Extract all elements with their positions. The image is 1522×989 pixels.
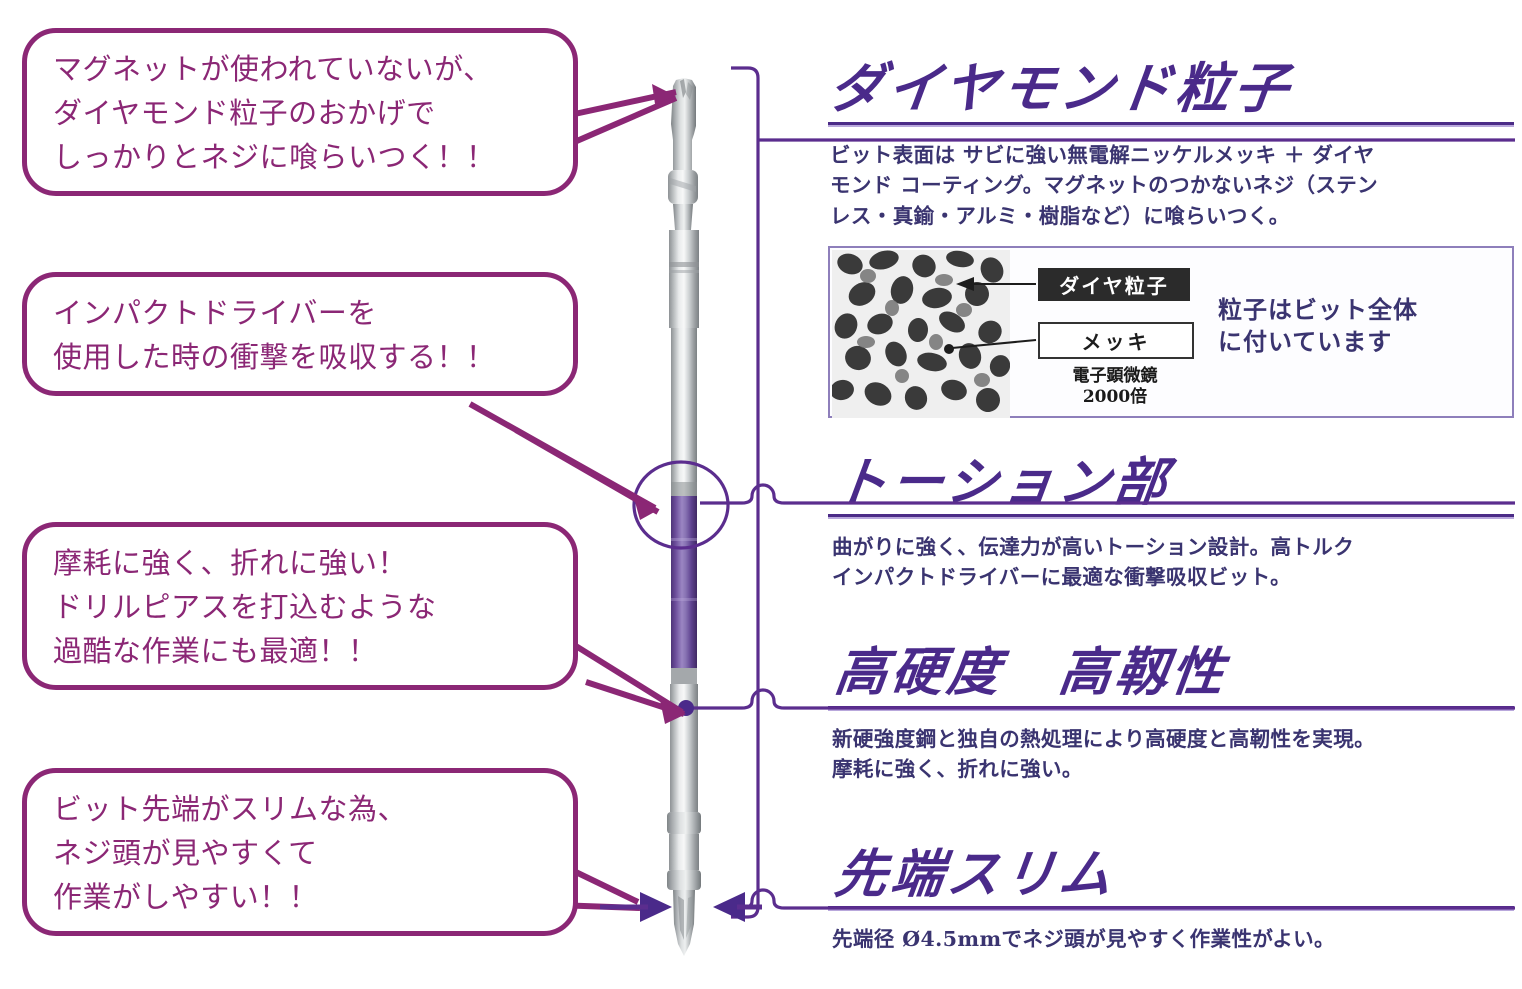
sem-note-line-1: 粒子はビット全体: [1218, 295, 1418, 324]
callout-durability-line-3: 過酷な作業にも最適！！: [53, 634, 378, 669]
callout-impact: インパクトドライバーを 使用した時の衝撃を吸収する！！: [22, 272, 578, 397]
section-hardness-body: 新硬強度鋼と独自の熱処理により高硬度と高靭性を実現。 摩耗に強く、折れに強い。: [832, 724, 1375, 785]
section-diamond-rule: [828, 122, 1514, 127]
section-torsion-body: 曲がりに強く、伝達力が高いトーション設計。高トルク インパクトドライバーに最適な…: [832, 532, 1354, 593]
callout-slim-tip-line-1: ビット先端がスリムな為、: [53, 792, 408, 826]
section-torsion-body-line-2: インパクトドライバーに最適な衝撃吸収ビット。: [832, 565, 1291, 590]
sem-caption: 電子顕微鏡 2000倍: [1042, 366, 1188, 409]
sem-pointer-lines: [944, 277, 1037, 354]
section-hardness: 高硬度 高靱性: [832, 630, 1518, 705]
section-slim-body: 先端径 Ø4.5mmでネジ頭が見やすく作業性がよい。: [832, 924, 1335, 954]
callout-durability: 摩耗に強く、折れに強い！ ドリルピアスを打込むような 過酷な作業にも最適！！: [22, 522, 578, 691]
section-torsion: トーション部: [832, 440, 1518, 515]
callout-impact-line-1: インパクトドライバーを: [53, 296, 377, 330]
section-diamond-heading: ダイヤモンド粒子: [825, 56, 1296, 120]
section-hardness-body-line-1: 新硬強度鋼と独自の熱処理により高硬度と高靭性を実現。: [832, 727, 1375, 751]
section-slim-heading: 先端スリム: [831, 844, 1120, 905]
sem-caption-line-2: 2000倍: [1082, 387, 1148, 408]
section-slim-rule: [828, 906, 1514, 911]
section-torsion-rule: [828, 514, 1514, 519]
section-diamond-body-line-2: モンド コーティング。マグネットのつかないネジ（ステン: [830, 173, 1379, 198]
callout-slim-tip: ビット先端がスリムな為、 ネジ頭が見やすくて 作業がしやすい！！: [22, 768, 578, 937]
callout-slim-tip-line-3: 作業がしやすい！！: [53, 880, 319, 915]
sem-note: 粒子はビット全体 に付いています: [1218, 294, 1418, 359]
callout-magnet-line-2: ダイヤモンド粒子のおかげで: [53, 96, 436, 131]
callout-impact-line-2: 使用した時の衝撃を吸収する！！: [53, 340, 496, 375]
driver-bit-photo: [667, 78, 701, 956]
callout-slim-tip-line-2: ネジ頭が見やすくて: [53, 836, 318, 871]
section-torsion-heading: トーション部: [831, 452, 1175, 513]
sem-note-line-2: に付いています: [1218, 327, 1393, 357]
sem-micrograph-image: [832, 250, 1010, 418]
sem-label-plating: メッキ: [1038, 322, 1194, 359]
sem-figure-panel: ダイヤ粒子 メッキ 電子顕微鏡 2000倍 粒子はビット全体 に付いています: [828, 246, 1514, 418]
sem-label-diamond-particle: ダイヤ粒子: [1038, 268, 1190, 301]
callout-magnet-line-1: マグネットが使われていないが、: [53, 52, 493, 86]
section-slim: 先端スリム: [832, 832, 1518, 907]
callout-magnet-line-3: しっかりとネジに喰らいつく！！: [53, 140, 496, 175]
section-hardness-rule: [828, 706, 1514, 711]
callout-durability-line-1: 摩耗に強く、折れに強い！: [53, 546, 408, 580]
sem-caption-line-1: 電子顕微鏡: [1072, 366, 1158, 386]
section-hardness-heading: 高硬度 高靱性: [831, 642, 1232, 703]
callout-magnet: マグネットが使われていないが、 ダイヤモンド粒子のおかげで しっかりとネジに喰ら…: [22, 28, 578, 197]
section-diamond-body-line-3: レス・真鍮・アルミ・樹脂など）に喰らいつく。: [830, 203, 1290, 228]
section-diamond-body-line-1: ビット表面は サビに強い無電解ニッケルメッキ ＋ ダイヤ: [830, 143, 1375, 167]
section-hardness-body-line-2: 摩耗に強く、折れに強い。: [832, 757, 1083, 782]
callout-durability-line-2: ドリルピアスを打込むような: [53, 590, 437, 625]
section-slim-body-line-1: 先端径 Ø4.5mmでネジ頭が見やすく作業性がよい。: [832, 927, 1335, 951]
section-torsion-body-line-1: 曲がりに強く、伝達力が高いトーション設計。高トルク: [832, 535, 1355, 559]
section-diamond-body: ビット表面は サビに強い無電解ニッケルメッキ ＋ ダイヤ モンド コーティング。…: [830, 140, 1378, 231]
section-diamond: ダイヤモンド粒子: [826, 44, 1512, 123]
